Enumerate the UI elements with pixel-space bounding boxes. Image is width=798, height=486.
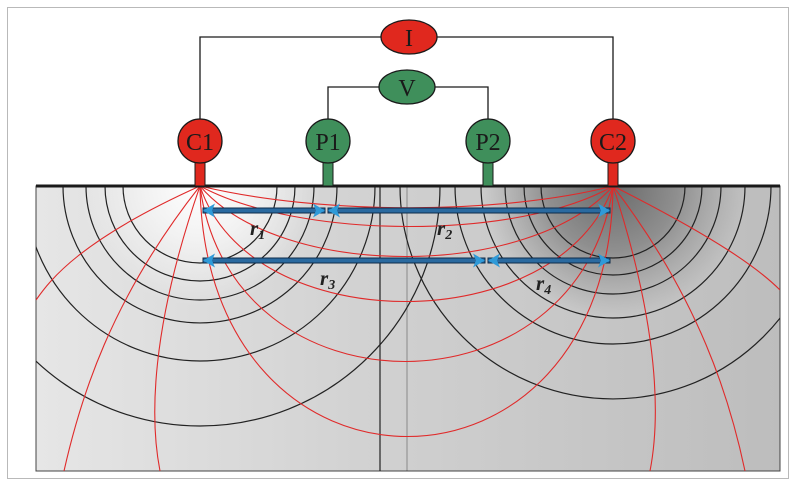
label-r1: r1 [250, 216, 265, 243]
electrode-c1-label: C1 [186, 130, 214, 156]
electrode-p2-label: P2 [475, 130, 500, 156]
current-flow-lines [36, 186, 780, 471]
label-r3: r3 [320, 266, 335, 293]
arrow-r4 [487, 253, 611, 268]
current-meter: I [380, 19, 438, 55]
arrow-r2 [327, 203, 611, 218]
electrode-p2: P2 [465, 118, 511, 187]
arrow-r3 [202, 253, 486, 268]
electrode-c2-label: C2 [599, 130, 627, 156]
wiring [199, 36, 614, 122]
distance-arrows [202, 203, 611, 268]
voltage-meter-label: V [398, 76, 416, 102]
electrode-p1-label: P1 [315, 130, 340, 156]
electrode-p1: P1 [305, 118, 351, 187]
electrode-c1: C1 [177, 118, 223, 187]
label-r2: r2 [437, 216, 452, 243]
equipotential-lines-c1 [36, 186, 441, 427]
electrode-c2: C2 [590, 118, 636, 187]
voltage-meter: V [378, 69, 436, 105]
label-r4: r4 [536, 271, 551, 298]
ground [35, 184, 781, 472]
arrow-r1 [202, 203, 326, 218]
current-meter-label: I [405, 26, 413, 52]
